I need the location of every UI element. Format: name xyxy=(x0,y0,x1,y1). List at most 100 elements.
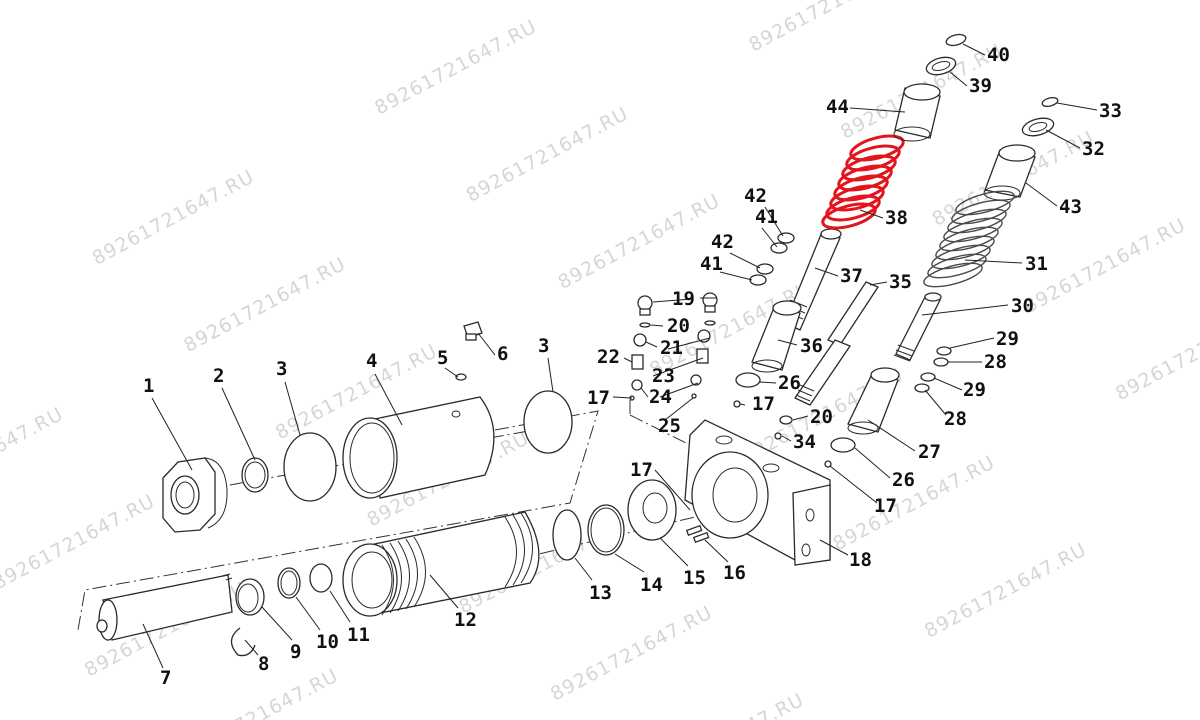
svg-text:89261721647.RU: 89261721647.RU xyxy=(829,451,998,555)
callout-27[interactable]: 27 xyxy=(918,441,941,463)
callout-38[interactable]: 38 xyxy=(885,207,908,229)
callout-32[interactable]: 32 xyxy=(1082,138,1105,160)
callout-26b[interactable]: 26 xyxy=(892,469,915,491)
callout-11[interactable]: 11 xyxy=(347,624,370,646)
part-7-piston-rod xyxy=(96,573,233,641)
callout-17c[interactable]: 17 xyxy=(752,393,775,415)
callout-44[interactable]: 44 xyxy=(826,96,849,118)
callout-17a[interactable]: 17 xyxy=(587,387,610,409)
callout-7[interactable]: 7 xyxy=(160,667,171,689)
callout-30[interactable]: 30 xyxy=(1011,295,1034,317)
callout-16[interactable]: 16 xyxy=(723,562,746,584)
part-44-sleeve xyxy=(893,83,941,142)
svg-text:89261721647.RU: 89261721647.RU xyxy=(371,15,540,119)
part-41-42-washers xyxy=(749,232,795,286)
part-27-cylinder xyxy=(847,367,900,435)
part-28-29-seals xyxy=(914,346,952,393)
leader-lines xyxy=(142,43,1098,669)
part-18-pump-body xyxy=(684,419,831,566)
callout-6[interactable]: 6 xyxy=(497,343,508,365)
part-2-ring xyxy=(241,457,269,493)
callout-39[interactable]: 39 xyxy=(969,75,992,97)
svg-text:89261721647.RU: 89261721647.RU xyxy=(180,253,349,357)
part-6-bleed-screw xyxy=(463,321,483,341)
callout-1[interactable]: 1 xyxy=(143,375,154,397)
svg-text:89261721647.RU: 89261721647.RU xyxy=(89,166,258,270)
callout-25[interactable]: 25 xyxy=(658,415,681,437)
callout-8[interactable]: 8 xyxy=(258,653,269,675)
part-39-washer xyxy=(925,56,957,76)
svg-text:89261721647.RU: 89261721647.RU xyxy=(554,190,723,294)
callout-42a[interactable]: 42 xyxy=(744,185,767,207)
callout-20a[interactable]: 20 xyxy=(667,315,690,337)
part-14-ring xyxy=(587,504,625,556)
callout-33[interactable]: 33 xyxy=(1099,100,1122,122)
callout-21[interactable]: 21 xyxy=(660,337,683,359)
part-3-oring-right xyxy=(523,390,573,454)
callout-15[interactable]: 15 xyxy=(683,567,706,589)
callout-17b[interactable]: 17 xyxy=(630,459,653,481)
part-10-seal xyxy=(277,567,301,599)
callout-18[interactable]: 18 xyxy=(849,549,872,571)
callout-28b[interactable]: 28 xyxy=(944,408,967,430)
svg-text:89261721647.RU: 89261721647.RU xyxy=(1112,301,1200,405)
callout-41a[interactable]: 41 xyxy=(755,206,778,228)
part-33-ring xyxy=(1041,96,1059,108)
part-40-ring xyxy=(945,33,967,47)
callout-5[interactable]: 5 xyxy=(437,347,448,369)
callout-14[interactable]: 14 xyxy=(640,574,663,596)
callout-13[interactable]: 13 xyxy=(589,582,612,604)
part-43-sleeve xyxy=(983,144,1036,201)
part-1-gland-nut xyxy=(162,457,228,533)
callout-24[interactable]: 24 xyxy=(649,386,672,408)
callout-41b[interactable]: 41 xyxy=(700,253,723,275)
callout-22[interactable]: 22 xyxy=(597,346,620,368)
part-16-set-screws xyxy=(685,524,710,544)
callout-28a[interactable]: 28 xyxy=(984,351,1007,373)
part-35-handle-pin xyxy=(794,281,879,406)
svg-text:89261721647.RU: 89261721647.RU xyxy=(0,490,159,594)
part-30-plunger xyxy=(893,292,942,362)
callout-9[interactable]: 9 xyxy=(290,641,301,663)
callout-12[interactable]: 12 xyxy=(454,609,477,631)
part-31-spring xyxy=(923,190,1015,288)
callout-20b[interactable]: 20 xyxy=(810,406,833,428)
part-13-oring xyxy=(552,509,582,561)
callout-4[interactable]: 4 xyxy=(366,350,377,372)
callout-43[interactable]: 43 xyxy=(1059,196,1082,218)
callout-29a[interactable]: 29 xyxy=(996,328,1019,350)
callout-10[interactable]: 10 xyxy=(316,631,339,653)
callout-labels: 1 2 3 4 5 6 3 7 8 9 10 11 12 13 14 15 16… xyxy=(143,44,1122,689)
callout-29b[interactable]: 29 xyxy=(963,379,986,401)
part-15-washer xyxy=(627,479,677,541)
part-3-oring-left xyxy=(283,432,337,502)
part-38-spring-highlighted xyxy=(821,134,905,230)
callout-3a[interactable]: 3 xyxy=(276,358,287,380)
svg-text:89261721647.RU: 89261721647.RU xyxy=(921,538,1090,642)
valve-stack-right xyxy=(690,292,718,399)
svg-text:89261721647.RU: 89261721647.RU xyxy=(745,0,914,56)
callout-3b[interactable]: 3 xyxy=(538,335,549,357)
callout-34[interactable]: 34 xyxy=(793,431,816,453)
callout-2[interactable]: 2 xyxy=(213,365,224,387)
callout-31[interactable]: 31 xyxy=(1025,253,1048,275)
callout-23[interactable]: 23 xyxy=(652,365,675,387)
part-9-guide-ring xyxy=(235,578,265,616)
part-26-washer-right xyxy=(824,437,856,468)
part-32-washer xyxy=(1021,117,1055,137)
svg-text:89261721647.RU: 89261721647.RU xyxy=(547,602,716,706)
valve-stack-left xyxy=(629,295,653,401)
callout-35[interactable]: 35 xyxy=(889,271,912,293)
callout-42b[interactable]: 42 xyxy=(711,231,734,253)
callout-40[interactable]: 40 xyxy=(987,44,1010,66)
svg-text:89261721647.RU: 89261721647.RU xyxy=(639,689,808,720)
callout-26a[interactable]: 26 xyxy=(778,372,801,394)
part-26-washer-left xyxy=(735,372,761,388)
svg-text:89261721647.RU: 89261721647.RU xyxy=(0,403,67,507)
callout-37[interactable]: 37 xyxy=(840,265,863,287)
part-36-cylinder xyxy=(751,300,802,373)
callout-17d[interactable]: 17 xyxy=(874,495,897,517)
callout-36[interactable]: 36 xyxy=(800,335,823,357)
part-12-threaded-cylinder xyxy=(342,511,540,617)
callout-19[interactable]: 19 xyxy=(672,288,695,310)
